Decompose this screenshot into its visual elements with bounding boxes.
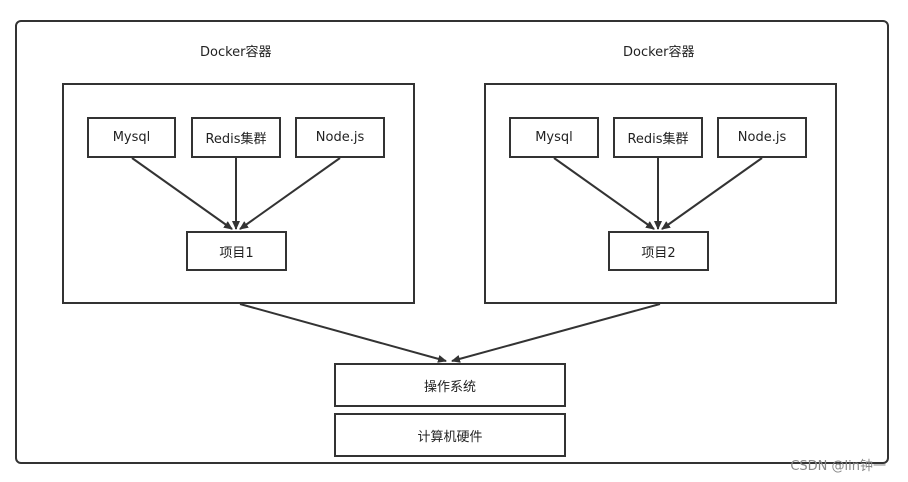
arrow-container-1-to-os [239,303,447,363]
os-box: 操作系统 [334,363,566,407]
container-2-redis: Redis集群 [613,117,703,158]
arrow-mysql-to-project-2 [553,157,655,230]
project-1: 项目1 [186,231,287,271]
arrow-mysql-to-project-1 [131,157,233,230]
container-2-nodejs: Node.js [717,117,807,158]
outer-frame [15,20,889,464]
arrow-container-2-to-os [451,303,661,363]
container-2-title: Docker容器 [623,45,695,60]
container-1-title: Docker容器 [200,45,272,60]
hardware-box: 计算机硬件 [334,413,566,457]
container-1-redis: Redis集群 [191,117,281,158]
container-1-nodejs: Node.js [295,117,385,158]
container-2-mysql: Mysql [509,117,599,158]
project-2: 项目2 [608,231,709,271]
arrow-nodejs-to-project-1 [239,157,341,230]
container-1-mysql: Mysql [87,117,176,158]
arrow-nodejs-to-project-2 [661,157,763,230]
watermark: CSDN @lin钟一 [790,459,886,474]
